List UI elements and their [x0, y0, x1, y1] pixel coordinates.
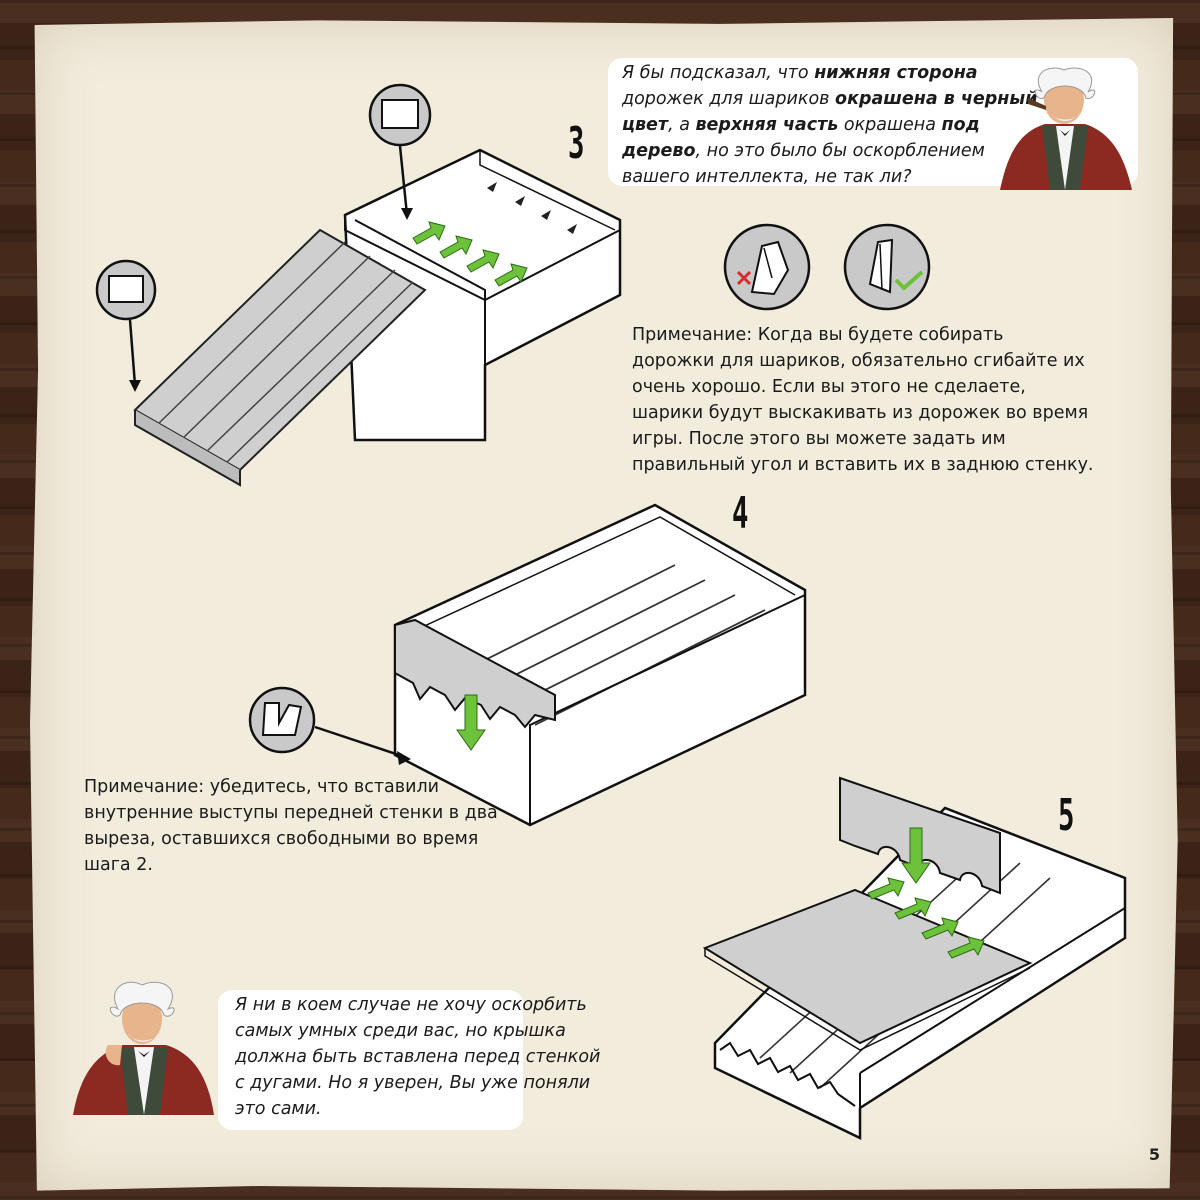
tip-bottom-line-4: с дугами. Но я уверен, Вы уже поняли [235, 1073, 591, 1093]
step-number-5: 5 [1058, 790, 1075, 841]
professor-illustration-bottom [73, 981, 214, 1115]
wrong-fold-icon [723, 223, 811, 311]
step-number-3: 3 [568, 118, 585, 169]
tip-top-line-1: Я бы подсказал, что нижняя сторона [622, 63, 978, 83]
tip-top-line-3: цвет, а верхняя часть окрашена под [622, 115, 980, 135]
note-step4-line-3: выреза, оставшихся свободными во время [84, 829, 479, 849]
professor-illustration-top [1000, 67, 1132, 190]
right-fold-icon [843, 223, 931, 311]
note-step3-line-2: дорожки для шариков, обязательно сгибайт… [632, 351, 1085, 371]
tip-top-line-4: дерево, но это было бы оскорблением [622, 141, 985, 161]
note-step4-line-1: Примечание: убедитесь, что вставили [84, 777, 440, 797]
tip-bubble-bottom [218, 990, 523, 1130]
note-step4-line-2: внутренние выступы передней стенки в два [84, 803, 498, 823]
step-number-4: 4 [732, 488, 749, 539]
step4-box-illustration [248, 503, 807, 827]
page-number: 5 [1148, 1145, 1160, 1164]
tip-bottom-line-5: это сами. [235, 1099, 322, 1119]
step3-box-illustration [95, 83, 622, 487]
note-step4-line-4: шага 2. [84, 855, 153, 875]
note-step3-line-5: игры. После этого вы можете задать им [632, 429, 1006, 449]
tip-bottom-line-1: Я ни в коем случае не хочу оскорбить [235, 995, 587, 1015]
tip-top-line-2: дорожек для шариков окрашена в черный [622, 89, 1038, 109]
tip-bottom-line-2: самых умных среди вас, но крышка [235, 1021, 566, 1041]
note-step3-line-1: Примечание: Когда вы будете собирать [632, 325, 1004, 345]
step5-box-illustration [702, 776, 1127, 1140]
tip-top-line-5: вашего интеллекта, не так ли? [622, 167, 912, 187]
tip-bottom-line-3: должна быть вставлена перед стенкой [235, 1047, 601, 1067]
note-step3-line-4: шарики будут выскакивать из дорожек во в… [632, 403, 1089, 423]
note-step3-line-3: очень хорошо. Если вы этого не сделаете, [632, 377, 1026, 397]
note-step3-line-6: правильный угол и вставить их в заднюю с… [632, 455, 1094, 475]
